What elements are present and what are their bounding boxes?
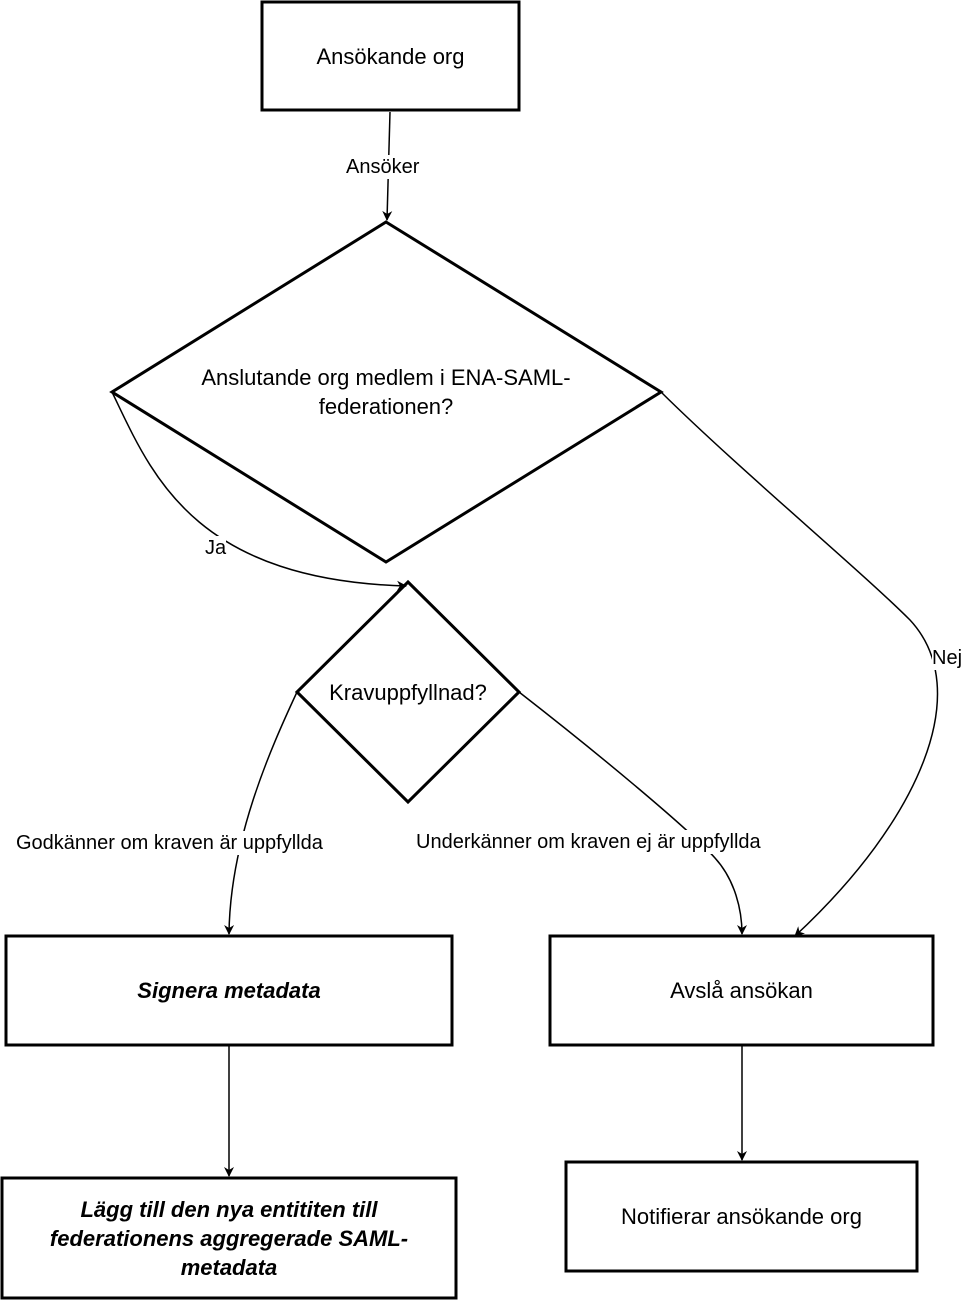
edge-disapprove: [518, 691, 747, 935]
edge-yes: [111, 391, 407, 591]
member-decision-label: Anslutande org medlem i ENA-SAML-federat…: [201, 365, 571, 419]
edge-label-approve: Godkänner om kraven är uppfyllda: [16, 831, 323, 855]
sign-metadata-label: Signera metadata: [137, 978, 321, 1003]
edge-no: [660, 391, 939, 937]
applicant-label: Ansökande org: [316, 43, 465, 69]
notify-box: [564, 1160, 919, 1273]
edge-label-applies: Ansöker: [346, 155, 420, 179]
edge-label-no: Nej: [932, 646, 963, 670]
member-decision-diamond: [109, 220, 664, 564]
edge-label-yes: Ja: [205, 536, 227, 560]
requirements-decision-label: Kravuppfyllnad?: [329, 679, 487, 705]
add-entity-label: Lägg till den nya entititen till federat…: [49, 1196, 409, 1280]
sign-metadata-box: [4, 934, 454, 1047]
add-entity-box: [0, 1176, 458, 1300]
applicant-box: [260, 0, 521, 112]
reject-label: Avslå ansökan: [670, 978, 813, 1003]
edge-approve: [224, 691, 298, 935]
reject-box: [548, 934, 935, 1047]
edge-label-disapprove: Underkänner om kraven ej är uppfyllda: [416, 830, 761, 854]
requirements-decision-diamond: [294, 579, 522, 805]
notify-label: Notifierar ansökande org: [621, 1204, 862, 1229]
